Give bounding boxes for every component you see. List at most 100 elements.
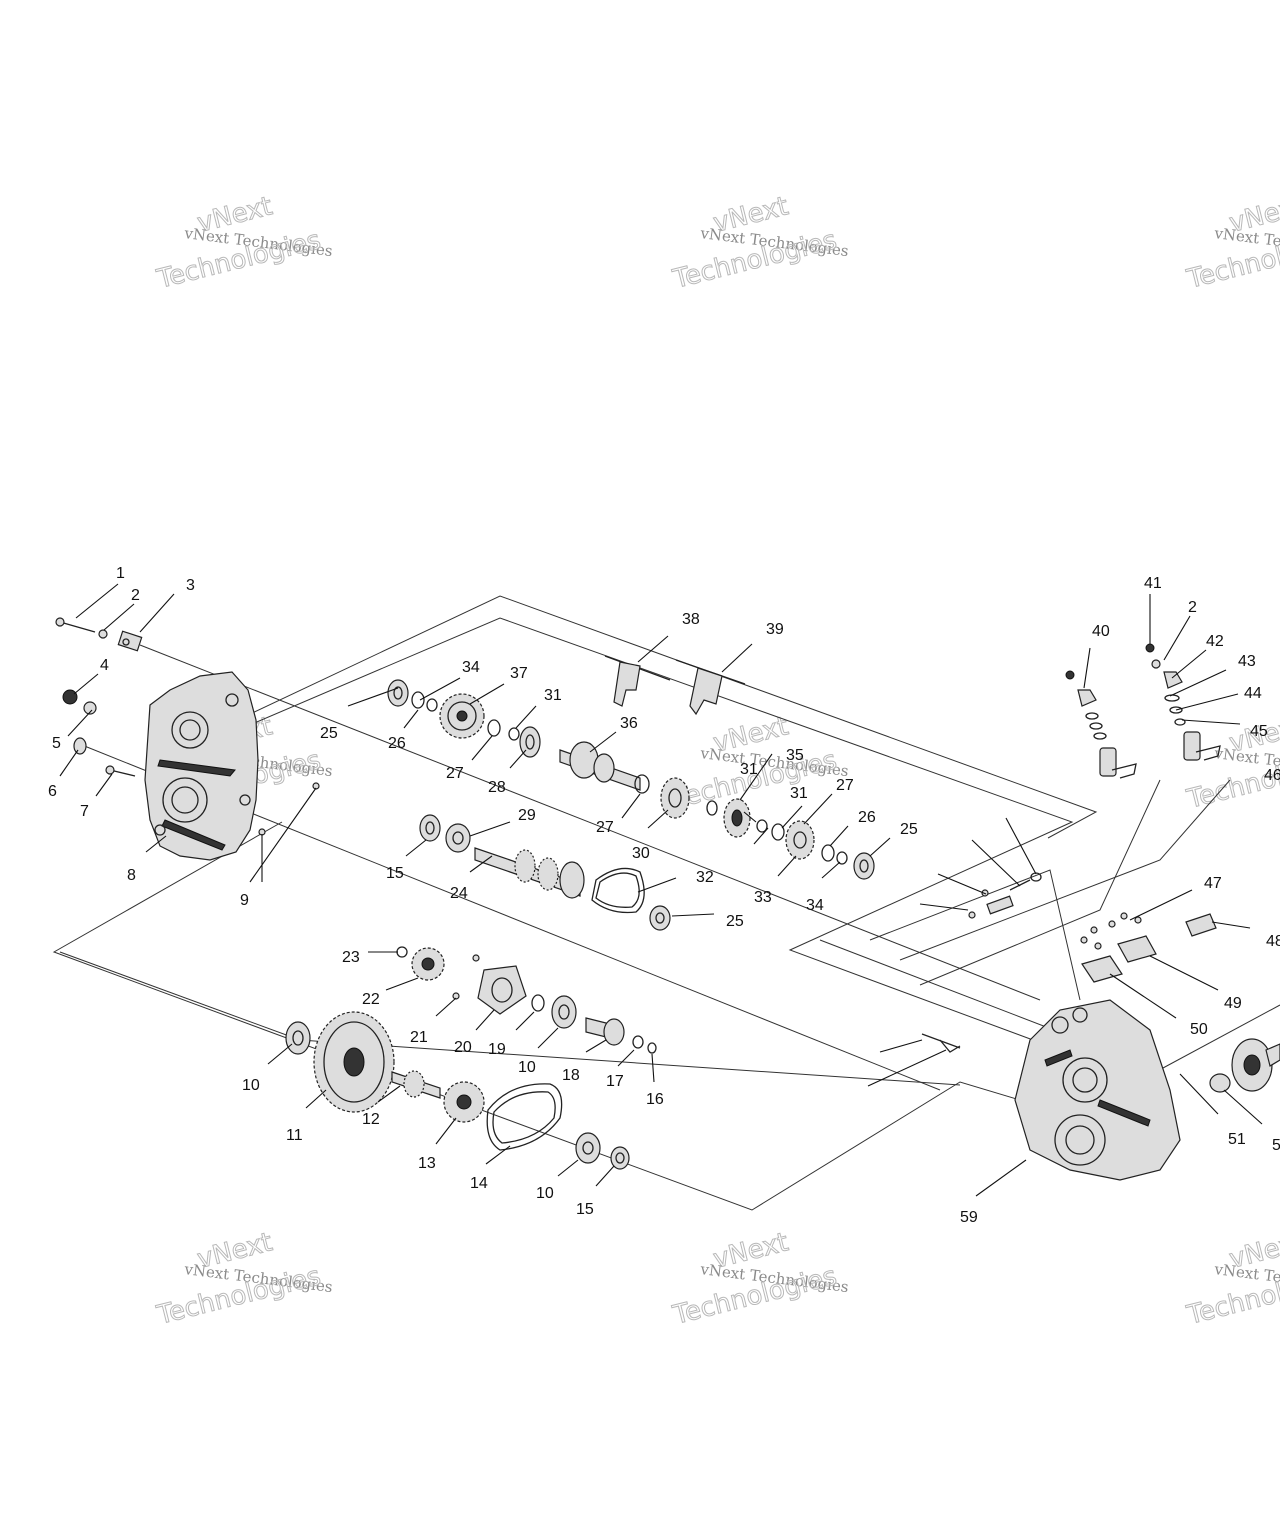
guide-line-shift (819, 939, 1081, 1041)
callout-32: 32 (696, 869, 714, 886)
callout-17: 17 (606, 1073, 624, 1090)
gear-30 (660, 777, 690, 819)
bracket-3 (117, 630, 143, 652)
callout-9: 9 (240, 892, 249, 909)
snap-ring-34-upper (426, 698, 438, 712)
callout-19: 19 (488, 1041, 506, 1058)
assembly-guide-lines (52, 595, 1280, 1211)
input-shaft-24 (474, 847, 585, 899)
callout-37: 37 (510, 665, 528, 682)
sprocket-13 (443, 1081, 485, 1123)
guide-line-lower-gear (59, 951, 301, 1041)
shift-rod-60 (921, 1033, 961, 1053)
shift-fork-39 (675, 659, 746, 716)
chain-14 (486, 1083, 563, 1151)
bushing-27-upper (487, 719, 501, 737)
snap-ring-16 (647, 1042, 657, 1054)
snap-ring-23 (396, 946, 408, 958)
callout-27-mid: 27 (596, 819, 614, 836)
callout-46: 46 (1264, 767, 1280, 784)
bearing-plate-20 (452, 954, 527, 1015)
washer-26-upper (411, 691, 425, 709)
callout-38: 38 (682, 611, 700, 628)
bearing-15-lower (610, 1146, 630, 1170)
callout-8: 8 (127, 867, 136, 884)
seal-19 (531, 994, 545, 1012)
washer-17 (632, 1035, 644, 1049)
callout-23: 23 (342, 949, 360, 966)
callout-22: 22 (362, 991, 380, 1008)
callout-51: 51 (1228, 1131, 1246, 1148)
callout-41: 41 (1144, 575, 1162, 592)
shaft-36 (559, 741, 641, 791)
callout-2-right: 2 (1188, 599, 1197, 616)
callout-25-right: 25 (900, 821, 918, 838)
callout-10-mid: 10 (518, 1059, 536, 1076)
detent-assembly (968, 872, 1042, 919)
callout-45: 45 (1250, 723, 1268, 740)
bearing-29 (445, 823, 471, 853)
callout-5-right: 5 (1272, 1137, 1280, 1154)
axis-top-shaft (139, 644, 1041, 1001)
bearing-15-upper (419, 814, 441, 842)
gear-28 (519, 726, 541, 758)
callout-49: 49 (1224, 995, 1242, 1012)
callout-31-upper: 31 (544, 687, 562, 704)
guide-line-lower-outer (52, 821, 1021, 1211)
callout-10-left: 10 (242, 1077, 260, 1094)
cover-plates (1080, 912, 1217, 983)
callout-25-lower: 25 (726, 913, 744, 930)
axis-output (1149, 1004, 1280, 1076)
callout-21: 21 (410, 1029, 428, 1046)
callout-29: 29 (518, 807, 536, 824)
callout-2: 2 (131, 587, 140, 604)
seal-4 (83, 701, 97, 715)
callout-34-upper: 34 (462, 659, 480, 676)
callout-15-lower: 15 (576, 1201, 594, 1218)
callout-16: 16 (646, 1091, 664, 1108)
guide-line-right-2 (919, 779, 1161, 986)
bearing-10-lower (575, 1132, 601, 1164)
callout-27-upper: 27 (446, 765, 464, 782)
callout-11: 11 (286, 1127, 303, 1144)
sprocket-22 (411, 947, 445, 981)
callout-4: 4 (100, 657, 109, 674)
bushing-27-mid (634, 774, 650, 794)
washer-26-lower (821, 844, 835, 862)
callout-47: 47 (1204, 875, 1222, 892)
shaft-12 (391, 1070, 441, 1099)
snap-ring-31-b (756, 819, 768, 833)
guide-line-upper-inner (251, 617, 1074, 1051)
callout-3: 3 (186, 577, 195, 594)
callout-35: 35 (786, 747, 804, 764)
switch-41 (1145, 643, 1221, 761)
callout-40: 40 (1092, 623, 1110, 640)
watermark-bottom-right: vNext vNext Technologies Technologies (1183, 1227, 1280, 1332)
watermark-top-center: vNext vNext Technologies Technologies (669, 191, 850, 296)
snap-ring-31-upper (508, 727, 520, 741)
callout-14: 14 (470, 1175, 488, 1192)
callout-50: 50 (1190, 1021, 1208, 1038)
nut-4 (62, 689, 78, 705)
callout-31-b: 31 (790, 785, 808, 802)
watermark-bottom-center: vNext vNext Technologies Technologies (669, 1227, 850, 1332)
guide-line-detent (869, 869, 1081, 1001)
gear-18 (585, 1017, 625, 1046)
callout-15-upper: 15 (386, 865, 404, 882)
callout-28: 28 (488, 779, 506, 796)
washer-2 (98, 629, 108, 639)
drive-chain-32 (591, 867, 645, 914)
callout-31-mid: 31 (740, 761, 758, 778)
gear-37 (439, 693, 485, 739)
callout-42: 42 (1206, 633, 1224, 650)
callout-10-lower: 10 (536, 1185, 554, 1202)
callout-6: 6 (48, 783, 57, 800)
watermark-mid-center: vNext vNext Technologies Technologies (669, 711, 850, 816)
watermark-top-right: vNext vNext Technologies Technologies (1183, 191, 1280, 296)
shift-fork-38 (604, 655, 671, 707)
output-shaft-52 (1231, 1038, 1280, 1092)
callout-33: 33 (754, 889, 772, 906)
snap-ring-31-mid (706, 800, 718, 816)
right-case-housing (1014, 999, 1181, 1181)
